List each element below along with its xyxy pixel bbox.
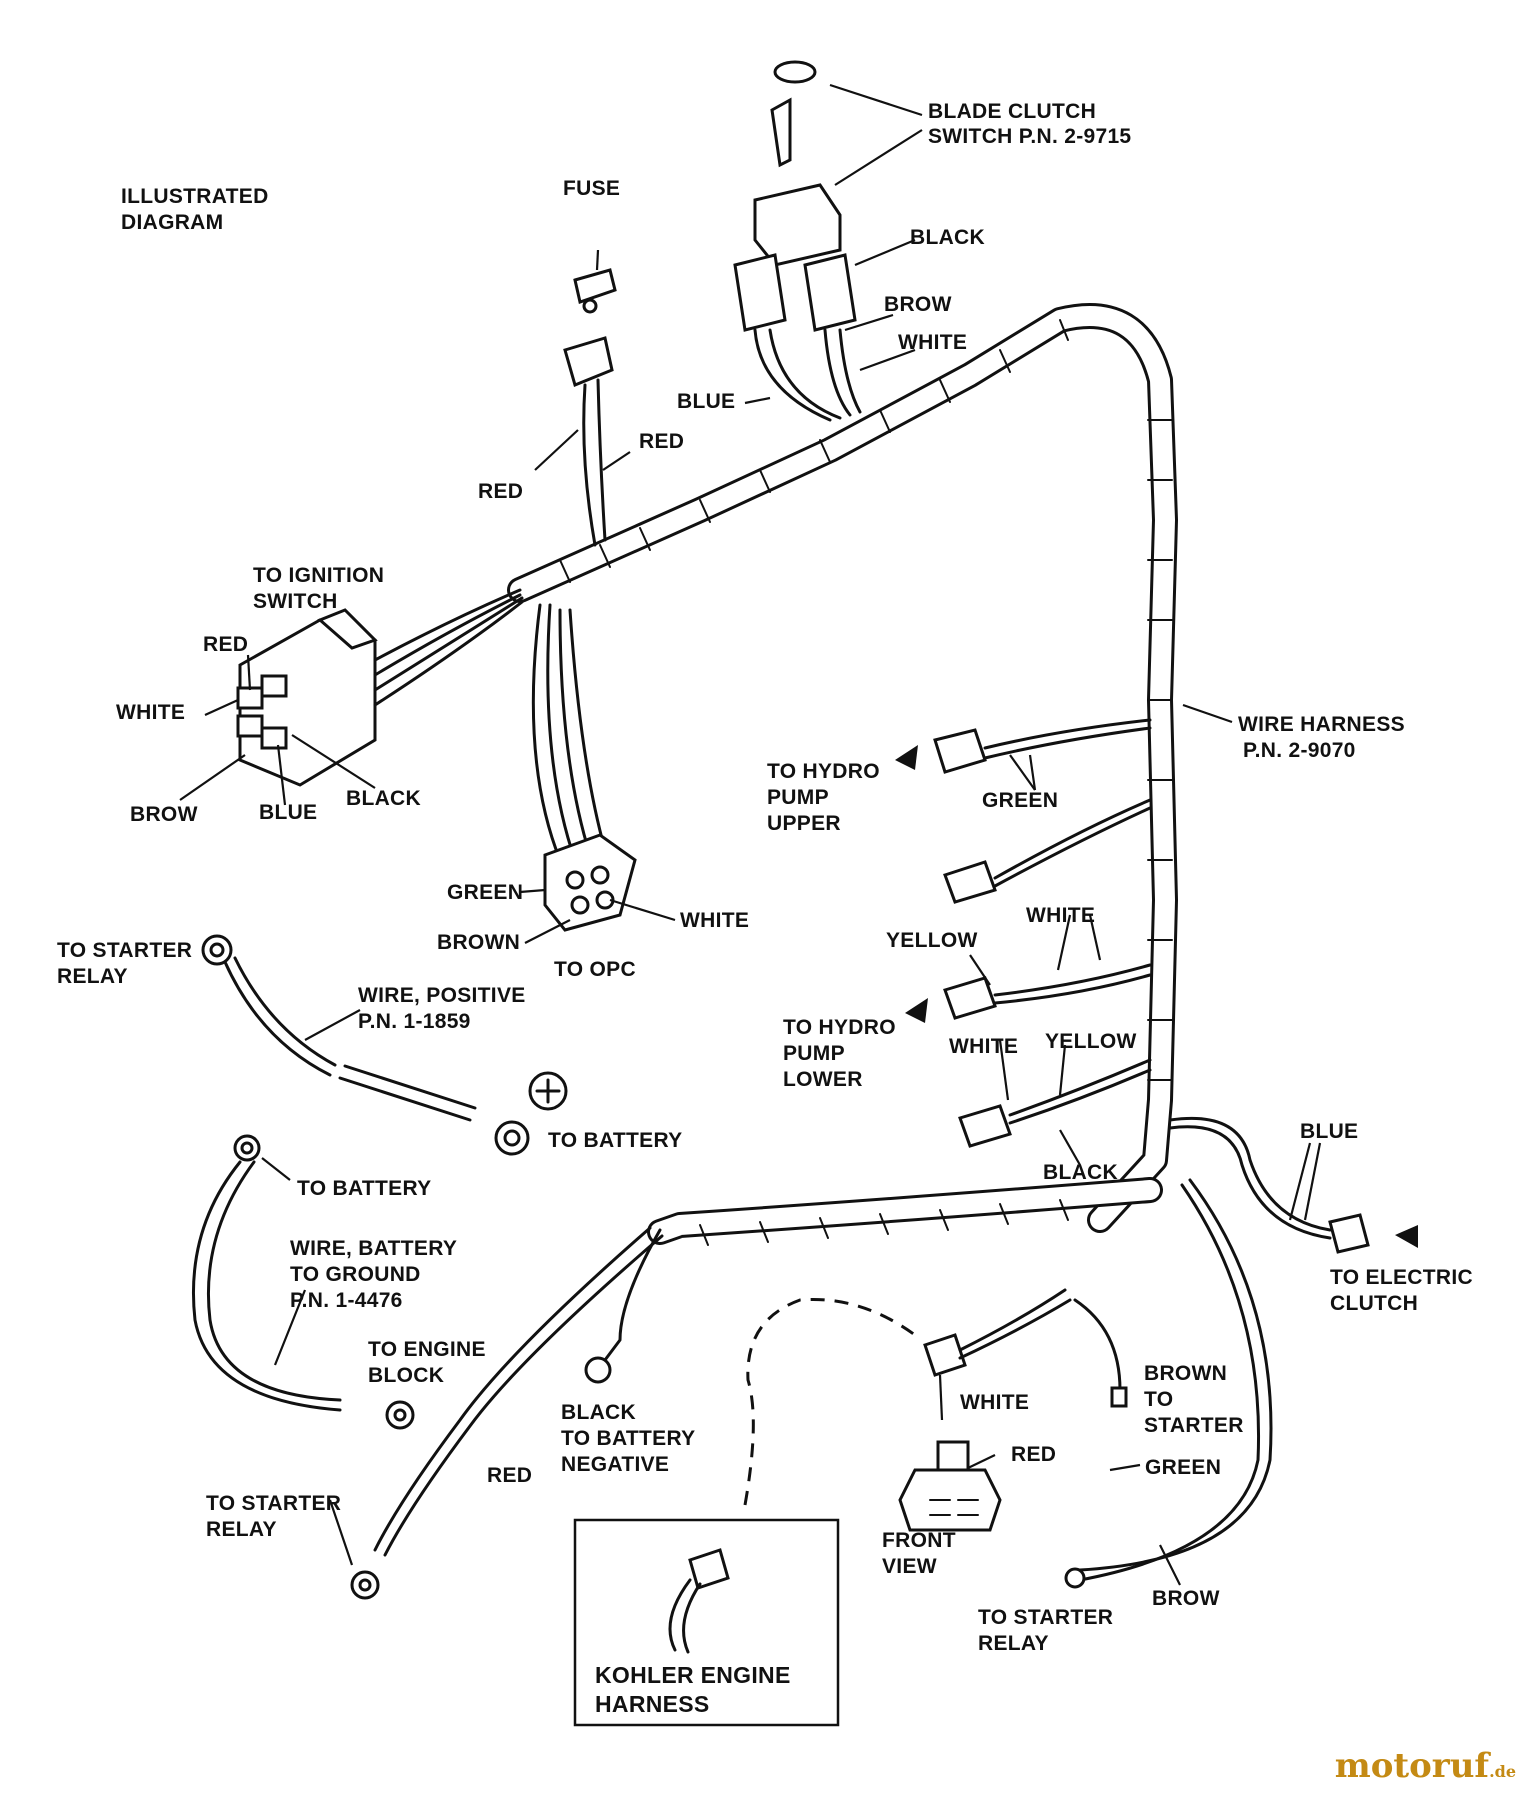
leader-lines	[179, 83, 1322, 1586]
hydro-upper-line3: UPPER	[767, 812, 841, 835]
harness-label-line2: P.N. 2-9070	[1243, 739, 1356, 762]
positive-battery-label: TO BATTERY	[548, 1129, 683, 1152]
front-view-line2: VIEW	[882, 1555, 937, 1578]
hydro-upper-green-label: GREEN	[982, 789, 1059, 812]
ignition-title-line2: SWITCH	[253, 590, 338, 613]
fuse-wire-red-a: RED	[478, 480, 524, 503]
ground-wire	[191, 1134, 415, 1430]
fuse-label: FUSE	[563, 177, 621, 200]
kohler-label-line1: KOHLER ENGINE	[595, 1662, 791, 1688]
hydro-lower-line3: LOWER	[783, 1068, 863, 1091]
watermark: motoruf.de	[1335, 1746, 1516, 1786]
lower-left-black-line3: NEGATIVE	[561, 1453, 670, 1476]
hydro-upper-connectors	[933, 718, 1152, 904]
switch-brow-label: BROW	[884, 293, 952, 316]
lower-left-starter-line1: TO STARTER	[206, 1492, 342, 1515]
switch-blue-label: BLUE	[677, 390, 736, 413]
hydro-lower-black-label: BLACK	[1043, 1161, 1118, 1184]
switch-black-label: BLACK	[910, 226, 985, 249]
blade-clutch-switch	[733, 60, 857, 332]
watermark-brand: motoruf	[1334, 1746, 1490, 1786]
opc-brown-label: BROWN	[437, 931, 521, 954]
lower-left-wires	[373, 1226, 664, 1557]
fuse-part	[563, 268, 617, 547]
hydro-lower-white-a: WHITE	[1026, 904, 1096, 927]
opc-connector	[543, 833, 637, 932]
brown-starter-line3: STARTER	[1144, 1414, 1244, 1437]
front-view-connector	[898, 1288, 1072, 1532]
harness-tape-bands	[559, 319, 1173, 1081]
diagram-title-line1: ILLUSTRATED	[121, 185, 269, 208]
switch-white-label: WHITE	[898, 331, 968, 354]
front-view-red-label: RED	[1011, 1443, 1057, 1466]
ground-battery-label: TO BATTERY	[297, 1177, 432, 1200]
positive-wire	[201, 934, 530, 1156]
hydro-lower-yellow-a: YELLOW	[886, 929, 978, 952]
ground-engine-line2: BLOCK	[368, 1364, 445, 1387]
lower-right-starter-line2: RELAY	[978, 1632, 1049, 1655]
opc-title-label: TO OPC	[554, 958, 636, 981]
ground-wire-line3: P.N. 1-4476	[290, 1289, 403, 1312]
hydro-lower-line2: PUMP	[783, 1042, 845, 1065]
hydro-upper-arrow	[895, 745, 918, 770]
lower-left-starter-line2: RELAY	[206, 1518, 277, 1541]
opc-white-label: WHITE	[680, 909, 750, 932]
hydro-lower-line1: TO HYDRO	[783, 1016, 896, 1039]
positive-starter-line1: TO STARTER	[57, 939, 193, 962]
brown-starter-line1: BROWN	[1144, 1362, 1228, 1385]
positive-wire-line1: WIRE, POSITIVE	[358, 984, 526, 1007]
lower-right-wires	[1078, 1178, 1273, 1582]
opc-wires	[531, 603, 607, 862]
lower-left-black-line2: TO BATTERY	[561, 1427, 696, 1450]
lower-right-green-label: GREEN	[1145, 1456, 1222, 1479]
electric-clutch-line2: CLUTCH	[1330, 1292, 1419, 1315]
ignition-white-label: WHITE	[116, 701, 186, 724]
fuse-wire-red-b: RED	[639, 430, 685, 453]
watermark-suffix: .de	[1489, 1762, 1516, 1781]
opc-green-label: GREEN	[447, 881, 524, 904]
front-view-white-label: WHITE	[960, 1391, 1030, 1414]
lower-left-black-line1: BLACK	[561, 1401, 636, 1424]
harness-label-line1: WIRE HARNESS	[1238, 713, 1405, 736]
electric-clutch-blue-label: BLUE	[1300, 1120, 1359, 1143]
blade-clutch-label-line1: BLADE CLUTCH	[928, 100, 1097, 123]
kohler-dashed-route	[743, 1297, 916, 1506]
electric-clutch-branch	[1168, 1116, 1418, 1254]
switch-wires	[753, 328, 862, 422]
positive-wire-line2: P.N. 1-1859	[358, 1010, 471, 1033]
electric-clutch-line1: TO ELECTRIC	[1330, 1266, 1473, 1289]
kohler-label-line2: HARNESS	[595, 1691, 710, 1717]
ignition-red-label: RED	[203, 633, 249, 656]
hydro-lower-connectors	[943, 963, 1152, 1148]
ignition-brow-label: BROW	[130, 803, 198, 826]
lower-left-red-label: RED	[487, 1464, 533, 1487]
lower-right-starter-line1: TO STARTER	[978, 1606, 1114, 1629]
blade-clutch-label-line2: SWITCH P.N. 2-9715	[928, 125, 1132, 148]
ground-wire-line2: TO GROUND	[290, 1263, 421, 1286]
front-view-line1: FRONT	[882, 1529, 956, 1552]
diagram-title-line2: DIAGRAM	[121, 211, 224, 234]
ignition-wires	[373, 588, 524, 707]
plus-symbol	[528, 1071, 568, 1111]
positive-starter-line2: RELAY	[57, 965, 128, 988]
lower-right-brow-label: BROW	[1152, 1587, 1220, 1610]
brown-starter-wire	[1073, 1298, 1122, 1392]
ground-wire-line1: WIRE, BATTERY	[290, 1237, 458, 1260]
ignition-title-line1: TO IGNITION	[253, 564, 385, 587]
hydro-lower-arrow	[905, 998, 928, 1023]
kohler-box	[573, 1518, 840, 1727]
hydro-lower-white-b: WHITE	[949, 1035, 1019, 1058]
hydro-lower-yellow-b: YELLOW	[1045, 1030, 1137, 1053]
kohler-connector	[668, 1548, 730, 1654]
hydro-upper-line1: TO HYDRO	[767, 760, 880, 783]
ignition-black-label: BLACK	[346, 787, 421, 810]
ignition-connector	[236, 608, 378, 787]
hydro-upper-line2: PUMP	[767, 786, 829, 809]
brown-starter-terminal	[1110, 1386, 1128, 1408]
ignition-blue-label: BLUE	[259, 801, 318, 824]
brown-starter-line2: TO	[1144, 1388, 1174, 1411]
ground-engine-line1: TO ENGINE	[368, 1338, 486, 1361]
